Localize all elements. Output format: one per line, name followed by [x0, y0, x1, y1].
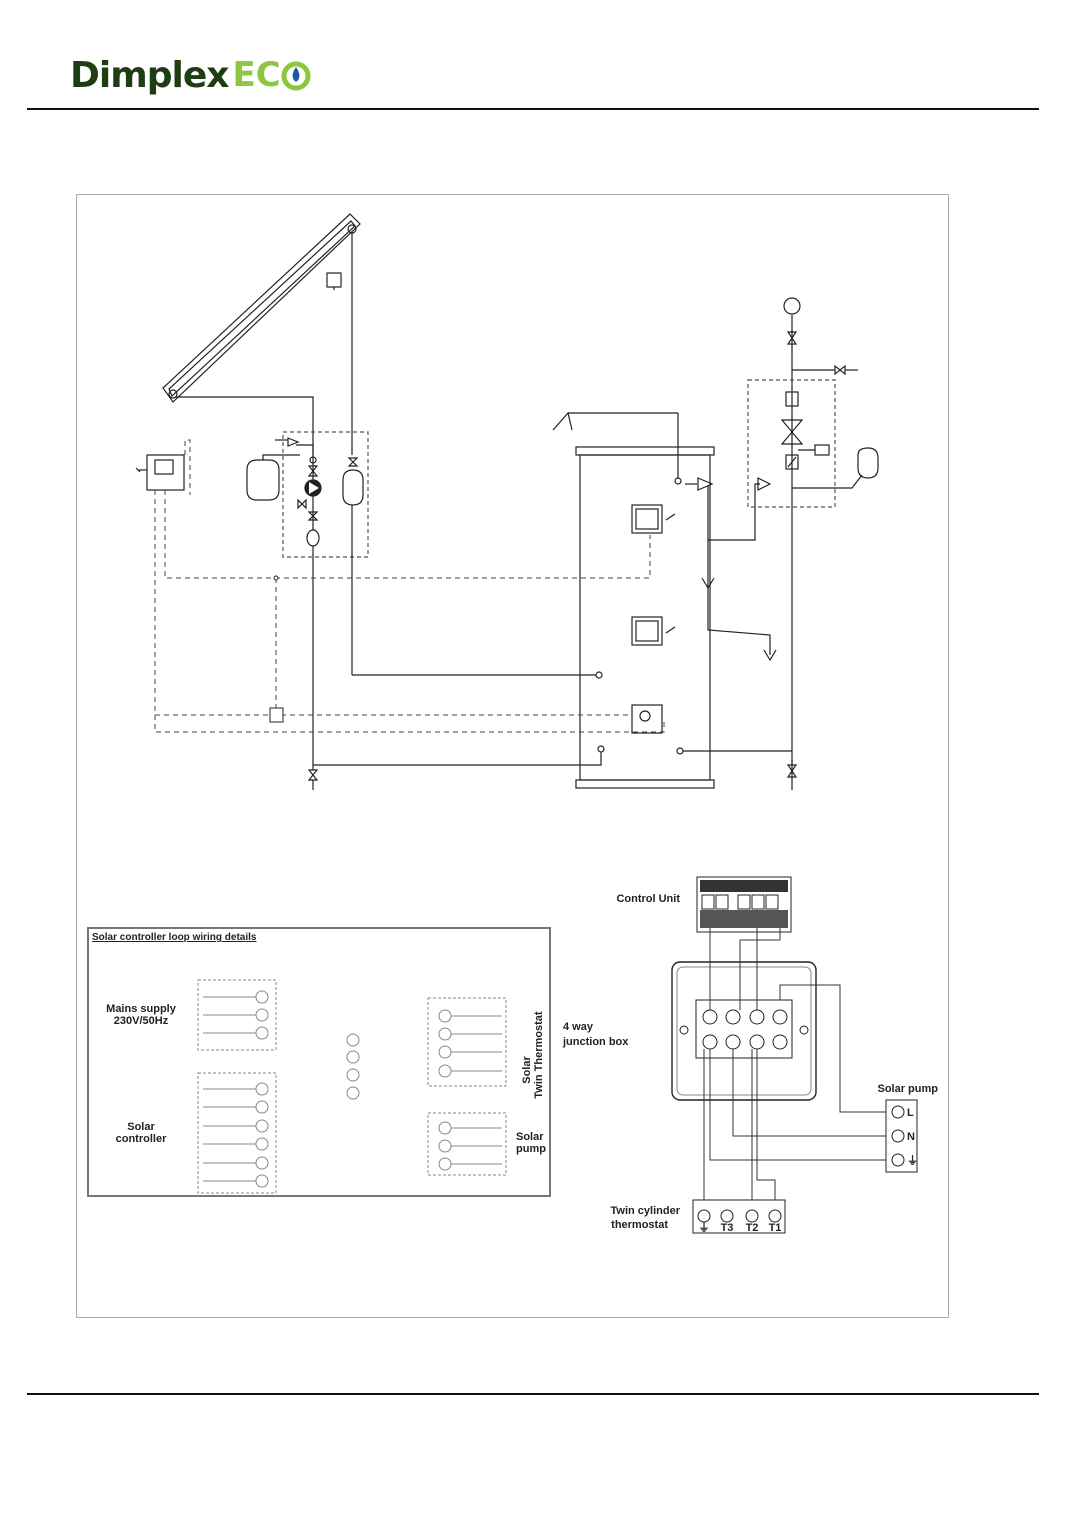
controller-label: Solar	[127, 1121, 155, 1133]
pump-terminal-e: ⏚	[907, 1154, 918, 1167]
mains-sub: 230V/50Hz	[114, 1015, 169, 1027]
thermostat-wiring-label: Twin cylinder	[611, 1205, 681, 1217]
thermostat-terminal-t3: T3	[721, 1222, 734, 1234]
wiring-box-title: Solar controller loop wiring details	[92, 932, 257, 943]
thermostat-terminal-t1: T1	[769, 1222, 782, 1234]
thermostat-label: Solar	[521, 1056, 533, 1084]
solar-pump-label: Solar pump	[877, 1083, 938, 1095]
thermostat-wiring-sub: thermostat	[611, 1219, 668, 1231]
mains-label: Mains supply	[106, 1003, 177, 1015]
thermostat-sub: Twin Thermostat	[533, 1011, 545, 1099]
thermostat-terminal-t2: T2	[746, 1222, 759, 1234]
junction-wiring: Control Unit 4 way junction box Solar pu…	[562, 877, 938, 1234]
pump-terminal-l: L	[907, 1107, 914, 1119]
junction-box-sub: junction box	[562, 1036, 629, 1048]
pump-label: Solar	[516, 1131, 544, 1143]
wiring-details-box: Solar controller loop wiring details Mai…	[88, 928, 550, 1196]
thermostat-terminal-e: ⏚	[699, 1221, 710, 1234]
pump-sub: pump	[516, 1143, 546, 1155]
pump-terminal-n: N	[907, 1131, 915, 1143]
junction-box-label: 4 way	[563, 1021, 594, 1033]
footer-rule	[27, 1393, 1039, 1395]
controller-sub: controller	[116, 1133, 167, 1145]
control-unit-label: Control Unit	[616, 893, 680, 905]
solar-collector	[163, 214, 360, 402]
